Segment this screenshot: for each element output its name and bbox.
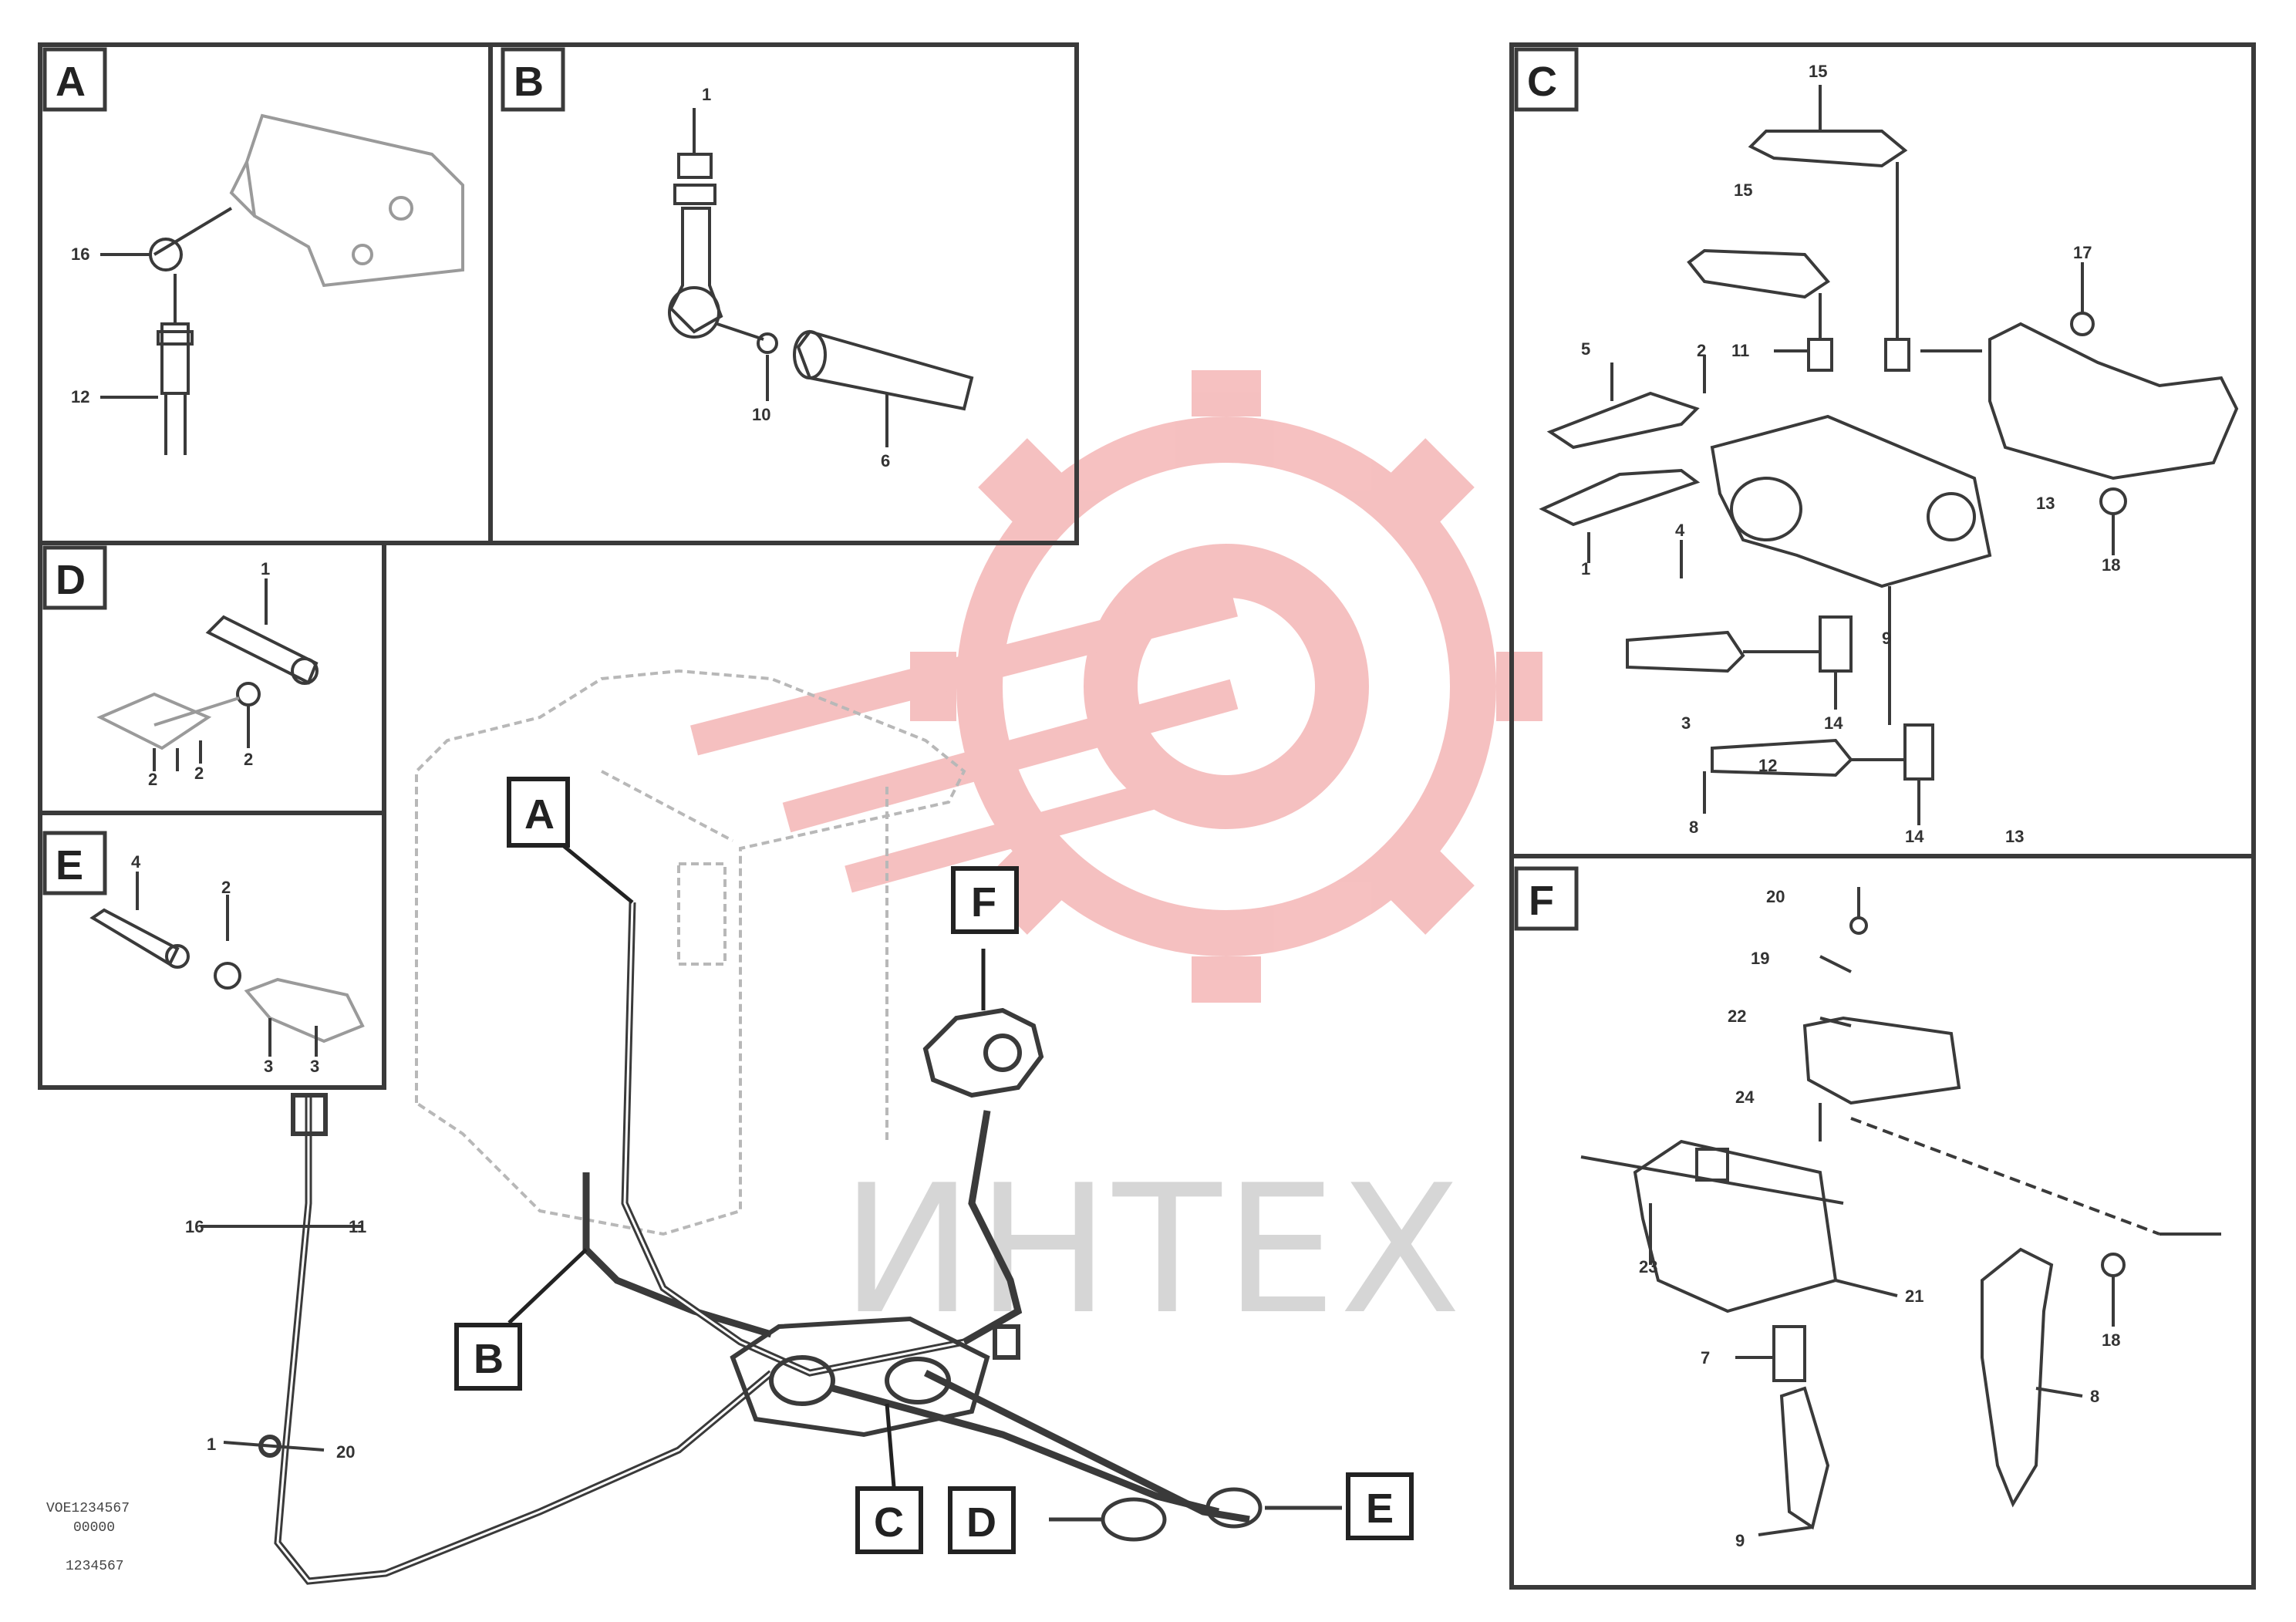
panel-c-part-14a: 14 [1824, 713, 1843, 733]
panel-d-label: D [56, 557, 86, 603]
watermark-text: ИНТЕХ [841, 1148, 1464, 1354]
panel-f-drawing [1580, 887, 2221, 1536]
panel-d-part-1: 1 [261, 559, 270, 578]
panel-f-part-7: 7 [1701, 1348, 1710, 1367]
panel-f-part-21: 21 [1905, 1286, 1923, 1306]
svg-text:A: A [524, 791, 555, 838]
main-part-20: 20 [336, 1442, 355, 1462]
panel-b-label: B [514, 59, 544, 105]
panel-e-part-3a: 3 [264, 1057, 273, 1076]
panel-c-part-14b: 14 [1905, 827, 1924, 846]
panel-f-part-22: 22 [1728, 1007, 1746, 1026]
panel-a-part-12: 12 [71, 387, 89, 406]
panel-c-part-18: 18 [2102, 555, 2120, 575]
detail-panel-e: E 4 2 3 3 [38, 811, 386, 1090]
reference-line-2: 00000 [73, 1520, 115, 1536]
callout-leaders [507, 838, 986, 1497]
svg-text:F: F [971, 879, 996, 926]
panel-c-part-8: 8 [1689, 818, 1698, 837]
panel-c-part-13a: 13 [2036, 494, 2055, 513]
callout-a: A [507, 777, 570, 848]
panel-f-part-9: 9 [1735, 1531, 1745, 1550]
detail-panel-b: B 1 10 6 [488, 42, 1079, 545]
panel-c-part-3: 3 [1681, 713, 1691, 733]
svg-text:E: E [1366, 1485, 1394, 1532]
callout-f: F [951, 866, 1019, 934]
panel-c-part-12: 12 [1758, 756, 1777, 775]
callout-b: B [454, 1323, 522, 1391]
end-fittings [1049, 1487, 1342, 1542]
panel-c-label: C [1527, 59, 1557, 105]
panel-b-label-box [501, 47, 565, 112]
panel-e-part-3b: 3 [310, 1057, 319, 1076]
panel-d-label-box [42, 545, 107, 610]
panel-f-part-18: 18 [2102, 1330, 2120, 1350]
svg-text:D: D [966, 1499, 996, 1546]
panel-f-part-19: 19 [1751, 949, 1769, 968]
panel-c-drawing [1539, 85, 2239, 825]
watermark: ИНТЕХ [690, 370, 1542, 1354]
panel-c-label-box [1514, 47, 1579, 112]
panel-e-drawing [89, 872, 365, 1057]
panel-b-part-10: 10 [752, 405, 770, 424]
main-assembly [201, 669, 1342, 1585]
detail-panel-f: F 20 19 22 24 23 21 [1509, 854, 2256, 1590]
fitting-f-detail [922, 1007, 1044, 1098]
panel-d-part-2c: 2 [194, 764, 204, 783]
panel-b-part-6: 6 [881, 451, 890, 470]
panel-f-label-box [1514, 866, 1579, 931]
panel-a-part-16: 16 [71, 244, 89, 264]
left-fitting [201, 1093, 362, 1458]
panel-d-part-2a: 2 [244, 750, 253, 769]
panel-f-part-8: 8 [2090, 1387, 2099, 1406]
panel-e-part-2: 2 [221, 878, 231, 897]
svg-text:B: B [474, 1336, 504, 1382]
main-part-1: 1 [207, 1435, 216, 1454]
panel-f-label: F [1529, 878, 1554, 924]
panel-f-part-20: 20 [1766, 887, 1785, 906]
callout-d: D [948, 1486, 1016, 1554]
panel-c-part-2: 2 [1697, 341, 1706, 360]
panel-c-part-11: 11 [1731, 341, 1749, 360]
panel-f-part-24: 24 [1735, 1088, 1755, 1107]
detail-panel-a: A 16 12 [38, 42, 493, 545]
panel-c-part-5: 5 [1581, 339, 1590, 359]
panel-a-label: A [56, 59, 86, 105]
panel-a-label-box [42, 47, 107, 112]
watermark-gear-icon [690, 370, 1542, 1003]
detail-panel-d: D 1 2 2 2 [38, 541, 386, 815]
panel-c-part-15a: 15 [1809, 62, 1827, 81]
detail-panel-c: C [1509, 42, 2256, 858]
panel-b-drawing [668, 108, 974, 447]
callout-c: C [855, 1486, 923, 1554]
panel-e-label-box [42, 831, 107, 895]
panel-f-part-23: 23 [1639, 1257, 1657, 1276]
panel-d-part-2b: 2 [148, 770, 157, 789]
panel-c-part-4: 4 [1675, 521, 1685, 540]
panel-b-part-1: 1 [702, 85, 711, 104]
main-part-11: 11 [349, 1217, 366, 1236]
panel-c-part-1: 1 [1581, 559, 1590, 578]
panel-e-part-4: 4 [131, 852, 141, 872]
svg-text:C: C [874, 1499, 904, 1546]
central-valve-block [730, 1316, 1020, 1438]
reference-codes: VOE1234567 00000 1234567 [46, 1501, 130, 1574]
hose-lines-outer [276, 902, 965, 1583]
main-part-16: 16 [185, 1217, 204, 1236]
panel-e-label: E [56, 842, 83, 889]
panel-a-drawing [100, 113, 464, 455]
panel-c-part-17: 17 [2073, 243, 2092, 262]
panel-d-drawing [96, 578, 319, 771]
machine-outline [415, 669, 966, 1236]
panel-c-part-9: 9 [1882, 629, 1891, 648]
panel-c-part-13b: 13 [2005, 827, 2024, 846]
callout-e: E [1346, 1472, 1414, 1540]
reference-line-1: VOE1234567 [46, 1501, 130, 1516]
reference-line-3: 1234567 [66, 1559, 124, 1574]
panel-c-part-15b: 15 [1734, 180, 1752, 200]
